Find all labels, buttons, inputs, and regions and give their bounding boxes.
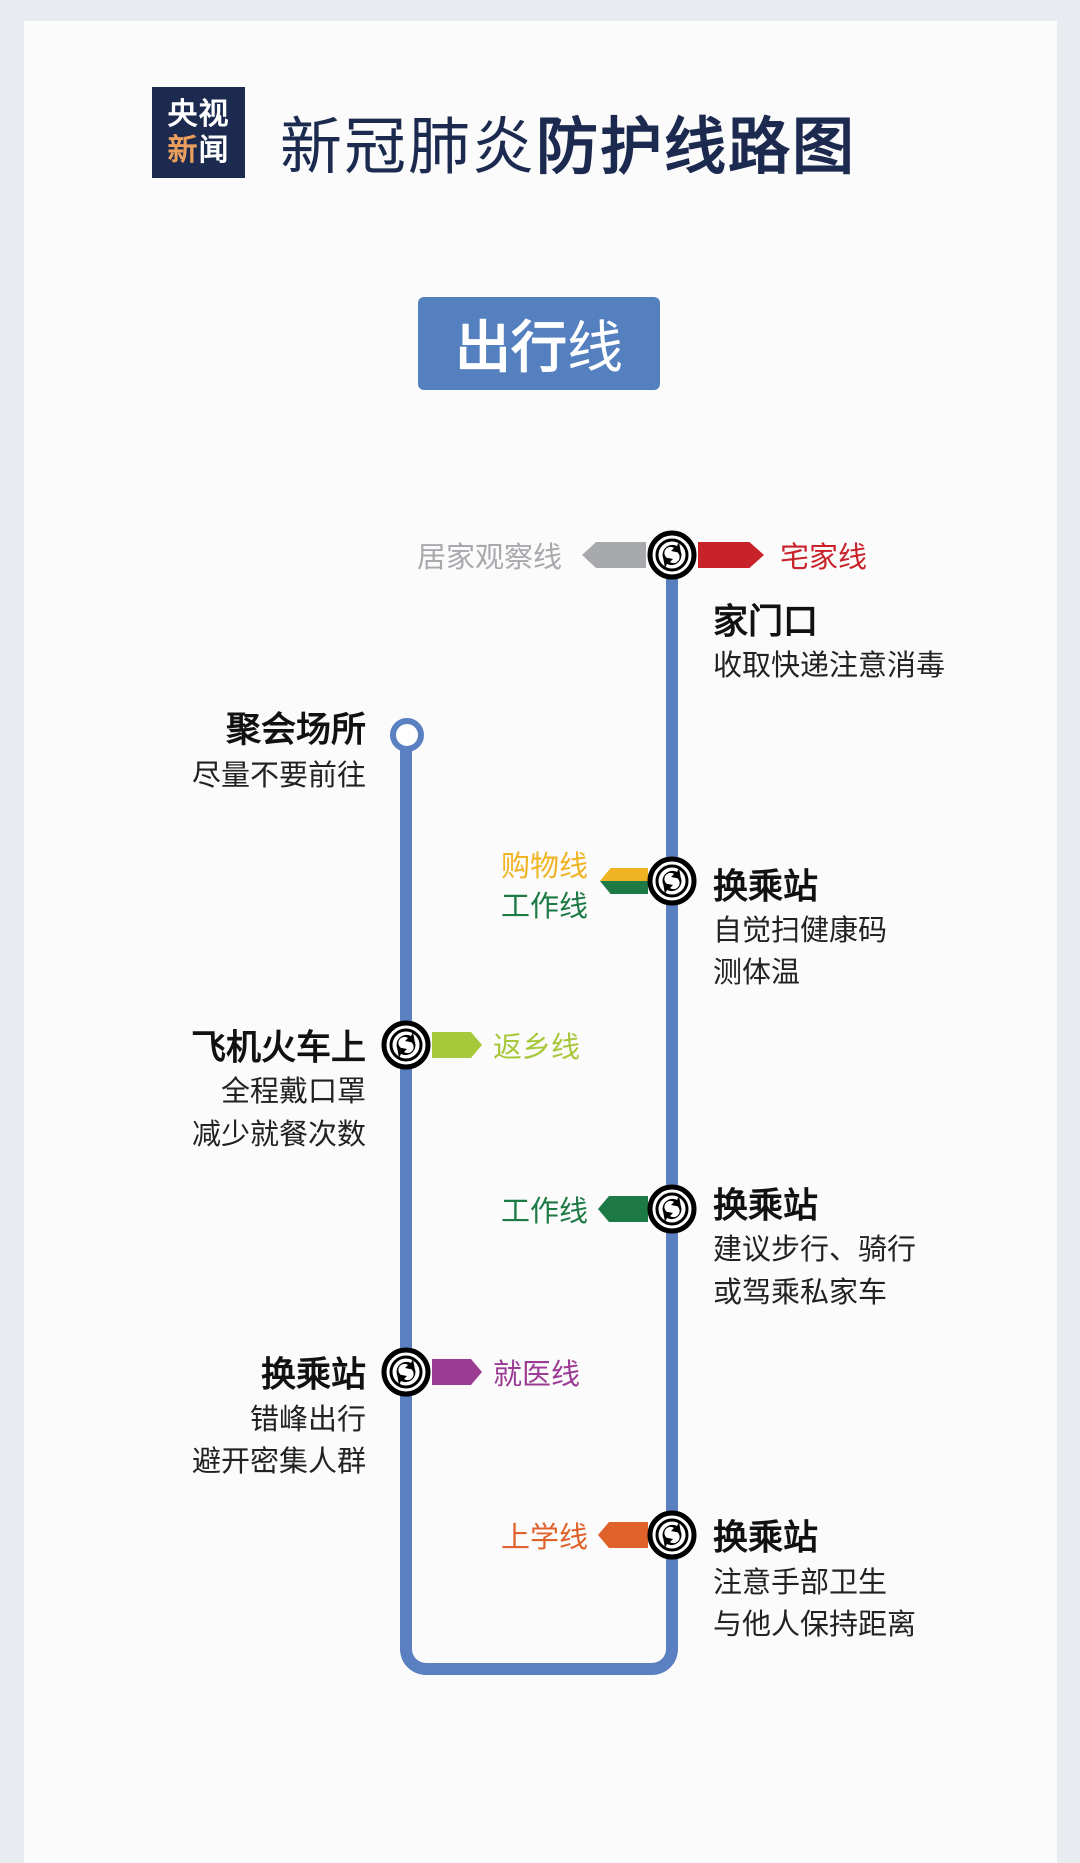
arrow-shopping-work: [600, 868, 648, 894]
interchange-icon: [647, 856, 697, 906]
interchange-icon: [647, 530, 697, 580]
branch-home-observe: 居家观察线: [416, 540, 562, 574]
arrow-stay-home: [698, 542, 764, 568]
route-line-left: [400, 734, 412, 1634]
title-part1: 新冠肺炎: [280, 110, 537, 183]
logo-line2: 新闻: [168, 133, 230, 169]
terminal-station-circle: [390, 718, 424, 752]
branch-return-home: 返乡线: [493, 1030, 581, 1064]
station-desc: 建议步行、骑行: [713, 1232, 917, 1266]
page-title: 新冠肺炎防护线路图: [280, 96, 856, 186]
badge-thin: 线: [567, 316, 623, 381]
logo-char: 闻: [198, 132, 230, 168]
interchange-icon: [647, 1184, 697, 1234]
station-desc: 或驾乘私家车: [713, 1275, 888, 1309]
arrow-work: [598, 1196, 648, 1222]
station-name: 换乘站: [713, 1186, 819, 1227]
branch-medical: 就医线: [493, 1357, 581, 1391]
station-desc: 与他人保持距离: [713, 1607, 917, 1641]
station-desc: 尽量不要前往: [191, 758, 366, 792]
title-part2: 防护线路图: [536, 110, 857, 183]
station-desc: 减少就餐次数: [191, 1117, 366, 1151]
station-desc: 收取快递注意消毒: [713, 648, 946, 682]
logo-line1: 央视: [167, 96, 230, 132]
branch-work: 工作线: [500, 1194, 588, 1228]
arrow-school: [598, 1522, 648, 1548]
cctv-news-logo: 央视 新闻: [152, 87, 245, 178]
station-desc: 注意手部卫生: [713, 1565, 888, 1599]
branch-work: 工作线: [500, 889, 588, 923]
station-name: 家门口: [713, 602, 819, 643]
badge-bold: 出行: [455, 316, 567, 381]
interchange-icon: [381, 1020, 431, 1070]
interchange-icon: [647, 1510, 697, 1560]
station-name: 换乘站: [713, 867, 819, 908]
interchange-icon: [381, 1347, 431, 1397]
section-badge: 出行线: [418, 297, 660, 390]
station-desc: 测体温: [713, 955, 801, 989]
station-name: 飞机火车上: [190, 1028, 366, 1069]
route-line-right: [666, 555, 678, 1635]
station-desc: 自觉扫健康码: [713, 913, 888, 947]
branch-school: 上学线: [500, 1520, 588, 1554]
branch-stay-home: 宅家线: [780, 540, 868, 574]
station-name: 换乘站: [260, 1355, 366, 1396]
arrow-medical: [432, 1359, 482, 1385]
arrow-return-home: [432, 1032, 482, 1058]
station-desc: 避开密集人群: [191, 1444, 366, 1478]
station-desc: 错峰出行: [249, 1402, 366, 1436]
station-name: 聚会场所: [225, 710, 366, 751]
station-desc: 全程戴口罩: [220, 1074, 366, 1108]
route-line-bottom: [400, 1590, 678, 1675]
branch-shopping: 购物线: [500, 849, 588, 883]
arrow-home-observe: [582, 542, 646, 568]
station-name: 换乘站: [713, 1518, 819, 1559]
logo-char: 新: [167, 132, 199, 168]
